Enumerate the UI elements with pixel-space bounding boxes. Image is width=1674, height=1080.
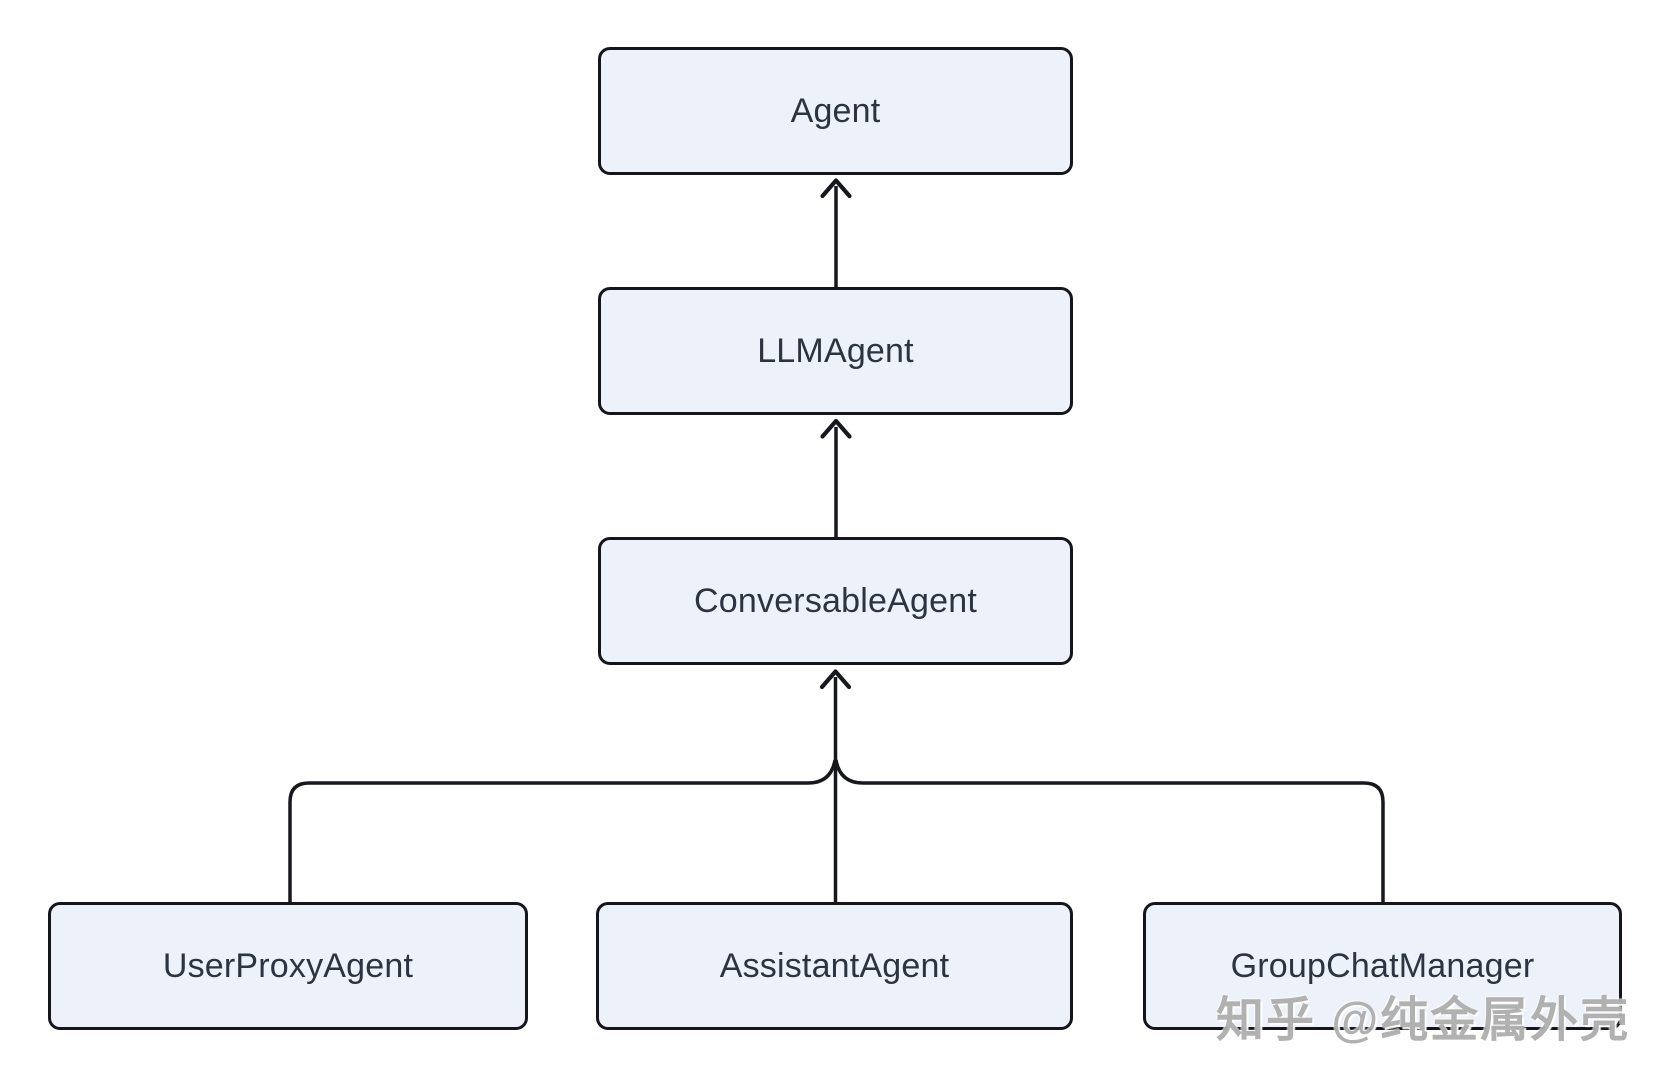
edge-userproxyagent-branch [288,759,837,902]
node-agent-label: Agent [790,91,881,130]
edge-children-to-conversableagent [819,669,852,902]
node-assistant-agent-label: AssistantAgent [719,946,950,985]
node-user-proxy-agent-label: UserProxyAgent [162,946,414,985]
node-assistant-agent: AssistantAgent [596,902,1073,1030]
node-conversable-agent-label: ConversableAgent [694,581,977,620]
edge-groupchatmanager-branch [834,759,1385,902]
node-group-chat-manager-label: GroupChatManager [1230,946,1535,985]
node-llm-agent-label: LLMAgent [757,331,914,370]
edge-llmagent-to-agent [820,178,852,287]
edge-conversableagent-to-llmagent [820,418,852,537]
node-conversable-agent: ConversableAgent [598,537,1073,665]
zhihu-watermark: 知乎 @纯金属外壳 [1216,994,1631,1047]
node-llm-agent: LLMAgent [598,287,1073,415]
node-agent: Agent [598,47,1073,175]
node-group-chat-manager: GroupChatManager [1143,902,1622,1030]
node-user-proxy-agent: UserProxyAgent [48,902,528,1030]
